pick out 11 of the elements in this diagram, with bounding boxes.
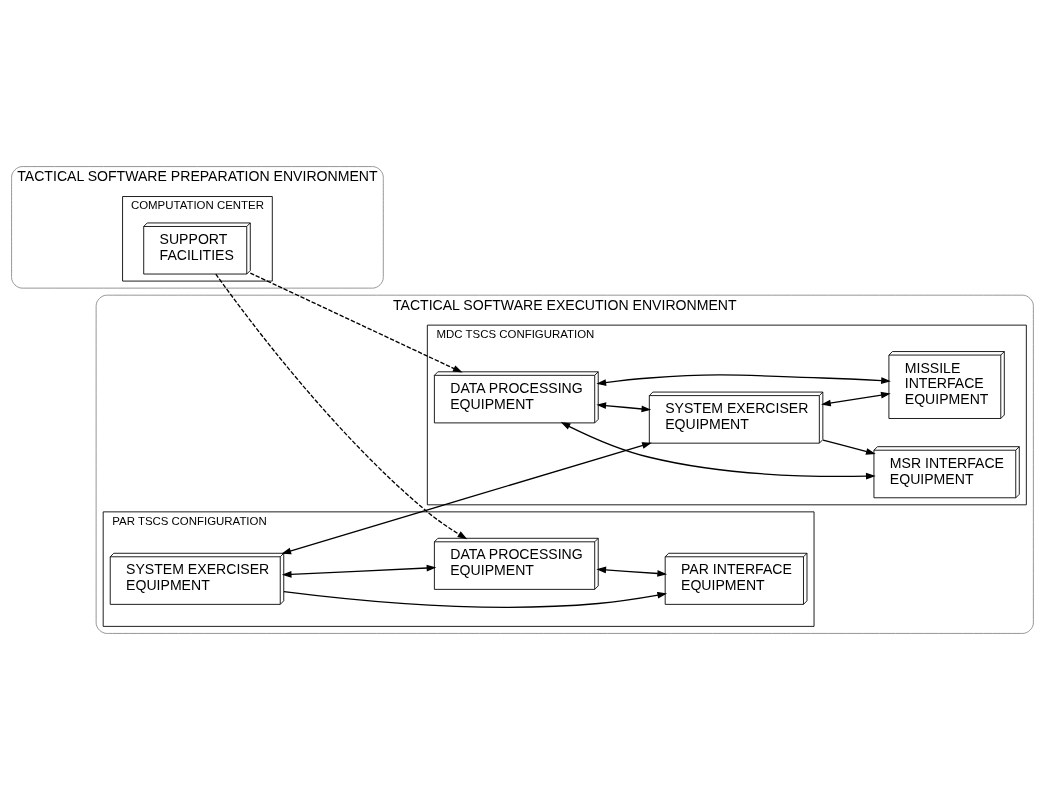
- arrow: [822, 439, 876, 455]
- arrow: [596, 373, 891, 386]
- arrow: [596, 566, 668, 577]
- arrow: [249, 271, 463, 373]
- arrow: [596, 401, 652, 412]
- arrow: [821, 391, 891, 406]
- arrow: [560, 421, 876, 480]
- arrow: [281, 564, 437, 578]
- arrow: [281, 441, 652, 554]
- arrow: [215, 272, 468, 539]
- arrow: [283, 590, 668, 608]
